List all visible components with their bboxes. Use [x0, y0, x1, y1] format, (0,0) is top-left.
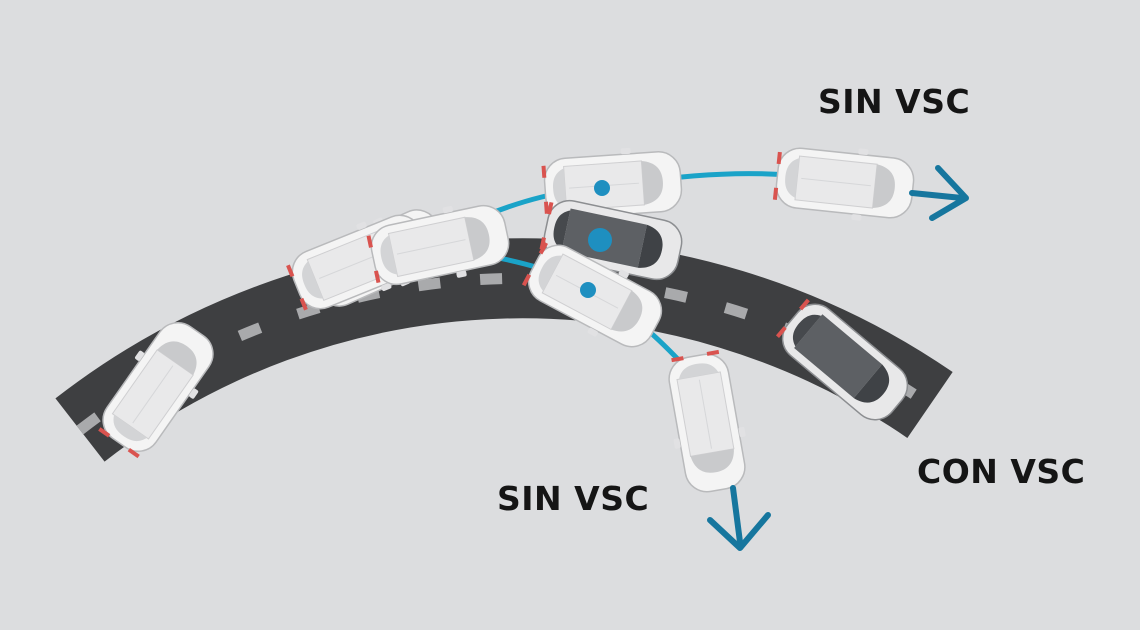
label-with-vsc: CON VSC	[917, 452, 1085, 491]
label-top-without-vsc: SIN VSC	[818, 82, 970, 121]
chevron-arrow-icon	[707, 485, 771, 551]
label-bottom-without-vsc: SIN VSC	[497, 479, 649, 518]
chevron-arrow-icon	[909, 165, 969, 221]
center-dot	[580, 282, 596, 298]
center-dot	[594, 180, 610, 196]
center-dot	[588, 228, 612, 252]
